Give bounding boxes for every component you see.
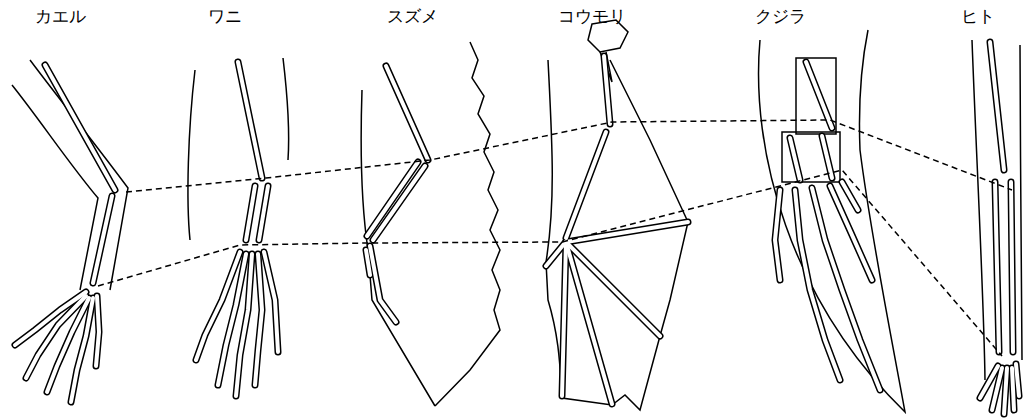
animal-label: ワニ — [208, 6, 242, 26]
animal-label: コウモリ — [558, 6, 626, 26]
animal-label: スズメ — [387, 6, 438, 26]
animal-label: カエル — [35, 6, 86, 26]
animal-label: ヒト — [961, 6, 995, 26]
animal-label: クジラ — [755, 6, 806, 26]
